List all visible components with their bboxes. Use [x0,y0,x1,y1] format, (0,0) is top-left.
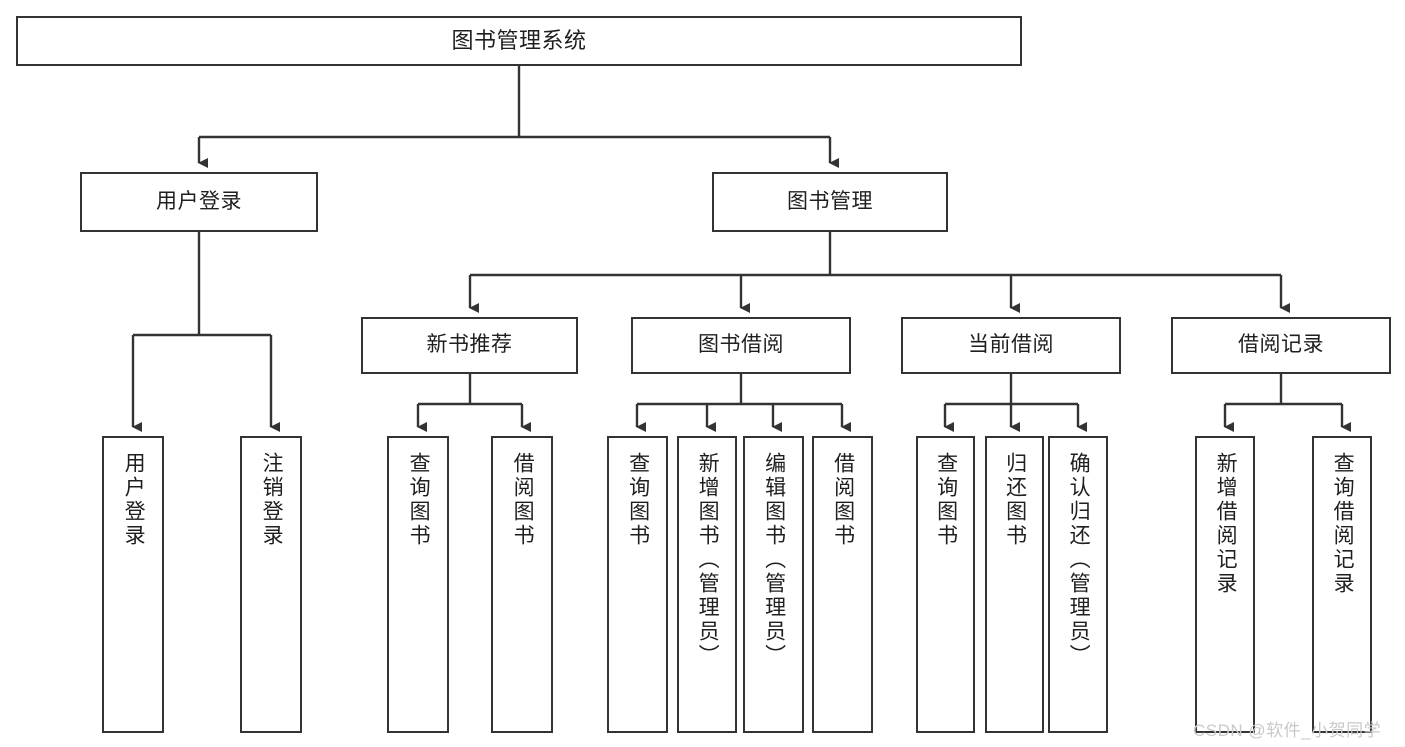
node-label: 查询图书 [407,452,431,548]
leaf-current-confirm-return[interactable]: 确认归还（管理员） [1048,436,1108,733]
node-label: 借阅图书 [511,452,535,548]
node-label: 图书管理系统 [451,28,587,54]
leaf-borrow-add-book[interactable]: 新增图书（管理员） [677,436,737,733]
node-label: 借阅图书 [831,452,855,548]
node-current-borrow[interactable]: 当前借阅 [901,317,1121,374]
node-root-system[interactable]: 图书管理系统 [16,16,1022,66]
leaf-borrow-query-book[interactable]: 查询图书 [607,436,668,733]
node-label: 查询借阅记录 [1331,452,1355,596]
leaf-record-query-record[interactable]: 查询借阅记录 [1312,436,1372,733]
leaf-user-login-login[interactable]: 用户登录 [102,436,164,733]
leaf-current-return-book[interactable]: 归还图书 [985,436,1044,733]
node-label: 归还图书 [1003,452,1027,548]
node-label: 新增借阅记录 [1214,452,1238,596]
leaf-current-query-book[interactable]: 查询图书 [916,436,975,733]
node-label: 注销登录 [260,452,284,548]
node-label: 图书借阅 [698,333,784,357]
node-label: 编辑图书（管理员） [762,452,786,668]
node-label: 借阅记录 [1238,333,1324,357]
node-new-book-recommend[interactable]: 新书推荐 [361,317,578,374]
node-book-borrow[interactable]: 图书借阅 [631,317,851,374]
node-label: 用户登录 [156,189,242,213]
node-label: 新书推荐 [426,333,513,357]
node-borrow-record[interactable]: 借阅记录 [1171,317,1391,374]
node-label: 查询图书 [626,452,650,548]
node-label: 新增图书（管理员） [696,452,720,668]
leaf-recommend-query-book[interactable]: 查询图书 [387,436,449,733]
csdn-watermark: CSDN @软件_小贺同学 [1193,721,1382,740]
leaf-user-login-logout[interactable]: 注销登录 [240,436,302,733]
node-user-login[interactable]: 用户登录 [80,172,318,232]
leaf-record-add-record[interactable]: 新增借阅记录 [1195,436,1255,733]
leaf-borrow-borrow-book[interactable]: 借阅图书 [812,436,873,733]
node-book-management[interactable]: 图书管理 [712,172,948,232]
node-label: 确认归还（管理员） [1067,452,1091,668]
node-label: 查询图书 [934,452,958,548]
node-label: 图书管理 [787,189,873,213]
leaf-recommend-borrow-book[interactable]: 借阅图书 [491,436,553,733]
node-label: 用户登录 [122,452,146,548]
leaf-borrow-edit-book[interactable]: 编辑图书（管理员） [743,436,804,733]
node-label: 当前借阅 [968,333,1054,357]
